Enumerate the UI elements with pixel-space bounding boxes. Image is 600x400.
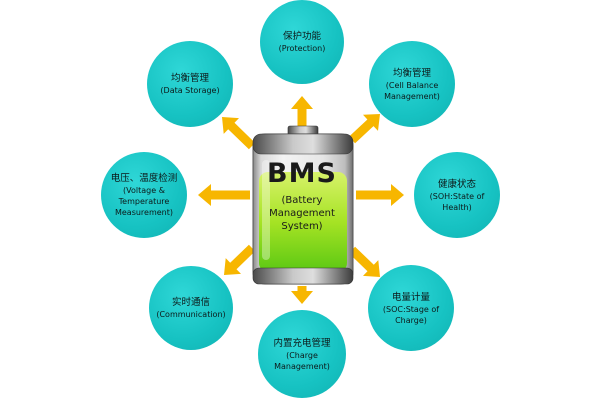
node-label-en: (SOC:Stage of <box>382 304 440 314</box>
node-communication: 实时通信 (Communication) <box>149 266 233 350</box>
node-label-zh: 健康状态 <box>437 178 476 190</box>
battery-label: BMS (Battery Management System) <box>256 158 348 233</box>
node-label-zh: 实时通信 <box>171 297 210 308</box>
arrow-data-storage <box>222 117 256 150</box>
arrow-protection <box>291 96 313 126</box>
node-label-en: Health) <box>442 202 472 212</box>
node-label-en: Temperature <box>118 197 170 206</box>
node-label-en: Charge) <box>395 315 427 325</box>
arrow-measurement <box>198 184 250 206</box>
node-data-storage: 均衡管理 (Data Storage) <box>147 41 233 127</box>
node-label-en: (Communication) <box>156 310 226 319</box>
node-label-en: Management) <box>274 361 330 371</box>
arrow-soh <box>356 184 404 206</box>
node-label-zh: 电压、温度检测 <box>110 173 178 184</box>
node-label-en: (Cell Balance <box>385 80 439 90</box>
node-label-en: (Voltage & <box>123 186 165 195</box>
arrow-charge <box>291 286 313 304</box>
node-label-zh: 内置充电管理 <box>273 337 331 349</box>
battery-subtitle: (Battery Management System) <box>256 194 348 233</box>
node-label-en: Management) <box>384 91 440 101</box>
arrow-communication <box>224 244 256 275</box>
node-label-zh: 电量计量 <box>391 291 430 303</box>
node-label-zh: 保护功能 <box>282 31 321 42</box>
node-label-en: (SOH:State of <box>429 191 485 201</box>
node-label-en: (Data Storage) <box>160 86 220 95</box>
battery-subtitle-line: Management <box>269 208 335 219</box>
node-label-zh: 均衡管理 <box>392 67 431 79</box>
arrow-soc <box>348 246 380 277</box>
arrow-cell-balance <box>348 114 380 144</box>
node-protection: 保护功能 (Protection) <box>260 0 344 84</box>
battery-graphic <box>252 125 354 285</box>
battery-title: BMS <box>267 158 337 189</box>
node-label-zh: 均衡管理 <box>170 73 209 84</box>
battery-subtitle-line: System) <box>281 221 323 232</box>
arrows-group <box>198 96 404 304</box>
node-label-en: (Charge <box>286 350 318 360</box>
node-label-en: Measurement) <box>114 208 174 217</box>
battery-subtitle-line: (Battery <box>281 195 323 206</box>
node-label-en: (Protection) <box>278 44 326 53</box>
